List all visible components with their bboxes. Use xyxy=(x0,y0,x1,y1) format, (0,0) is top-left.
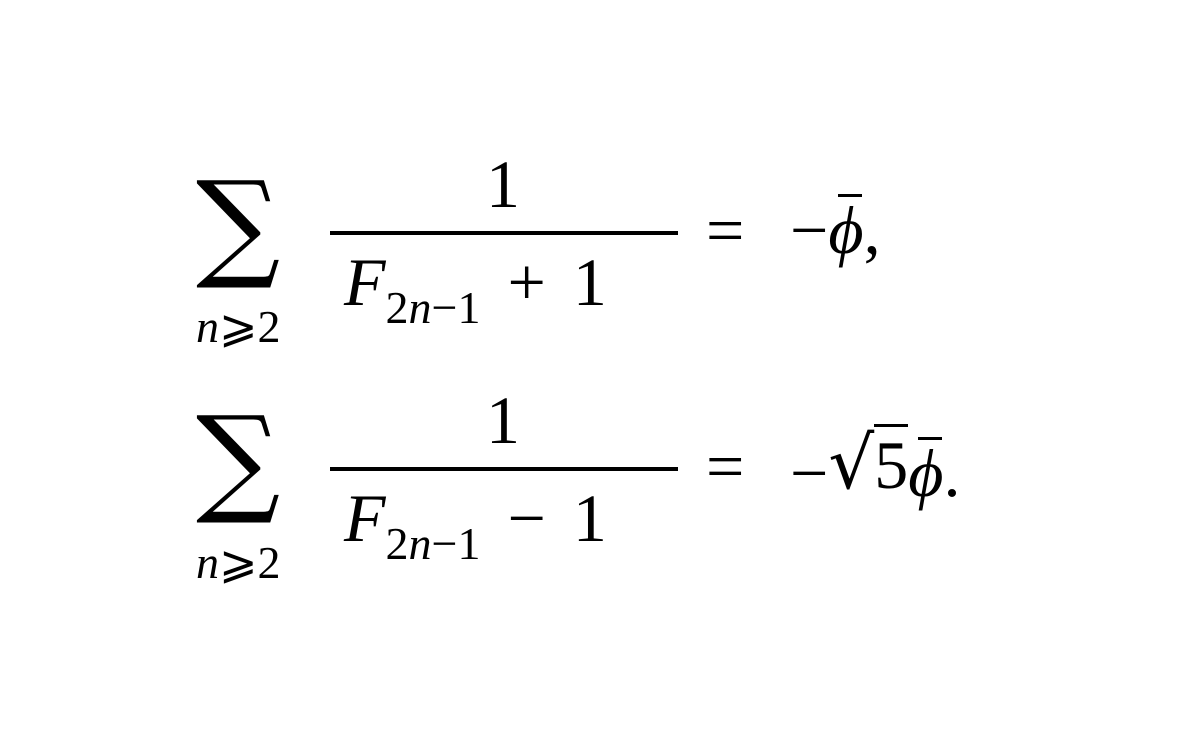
limit-bound: 2 xyxy=(257,301,281,352)
summation-lower-limit: n⩾2 xyxy=(196,304,281,350)
fibonacci-index: 2n−1 xyxy=(385,282,481,333)
fraction-bar xyxy=(330,231,678,235)
fraction-denominator: F2n−1 + 1 xyxy=(344,248,607,331)
summation-symbol: ∑ xyxy=(196,155,281,293)
denominator-operator: + xyxy=(507,244,546,320)
denominator-operator: − xyxy=(507,480,546,556)
limit-relation: ⩾ xyxy=(219,301,258,352)
limit-variable: n xyxy=(196,301,219,352)
summation-symbol: ∑ xyxy=(196,390,281,528)
square-root-symbol: √ xyxy=(828,421,875,505)
limit-bound: 2 xyxy=(257,537,281,588)
limit-variable: n xyxy=(196,537,219,588)
fraction-numerator: 1 xyxy=(486,146,520,222)
limit-relation: ⩾ xyxy=(219,537,258,588)
fibonacci-symbol: F xyxy=(344,244,386,320)
right-hand-side: −ϕ, xyxy=(790,192,881,268)
trailing-punctuation: , xyxy=(863,192,881,268)
overline xyxy=(918,437,943,440)
radicand: 5 xyxy=(874,424,909,499)
fraction-bar xyxy=(330,467,678,471)
minus-sign: − xyxy=(790,435,829,511)
denominator-constant: 1 xyxy=(572,244,607,320)
equals-sign: = xyxy=(706,428,745,504)
minus-sign: − xyxy=(790,192,829,268)
summation-lower-limit: n⩾2 xyxy=(196,540,281,586)
trailing-punctuation: . xyxy=(943,435,961,511)
fibonacci-symbol: F xyxy=(344,480,386,556)
overline xyxy=(838,194,863,197)
denominator-constant: 1 xyxy=(572,480,607,556)
fraction-denominator: F2n−1 − 1 xyxy=(344,484,607,567)
fraction-numerator: 1 xyxy=(486,382,520,458)
fibonacci-index: 2n−1 xyxy=(385,518,481,569)
phi-bar-symbol: ϕ xyxy=(908,435,944,511)
equals-sign: = xyxy=(706,192,745,268)
phi-bar-symbol: ϕ xyxy=(828,192,864,268)
equation-1: ∑ n⩾2 1 F2n−1 + 1 = −ϕ, xyxy=(196,146,881,350)
